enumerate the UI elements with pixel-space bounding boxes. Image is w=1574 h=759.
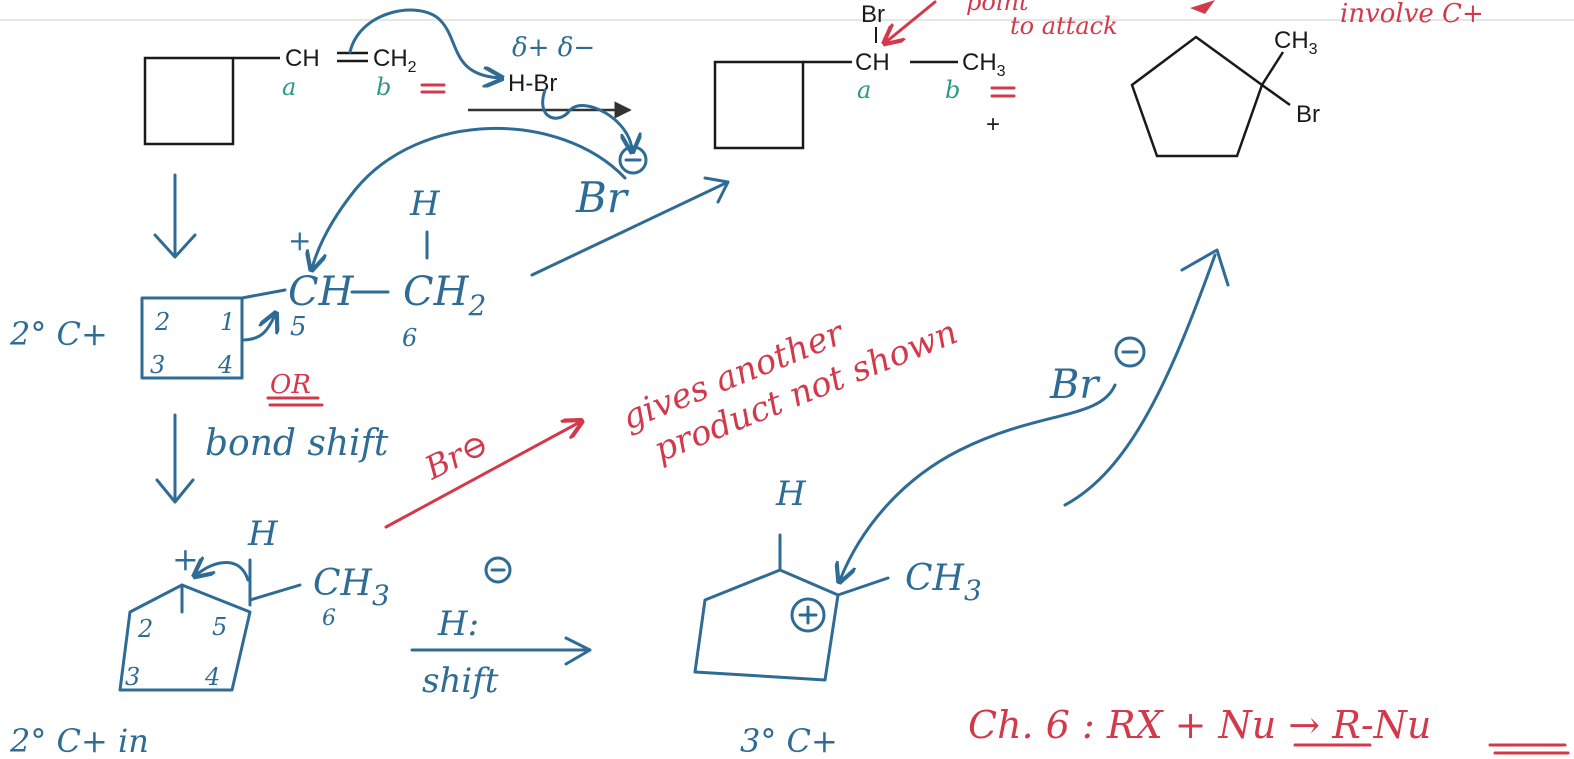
ring-bottom-num-3: 3 xyxy=(125,663,140,691)
h-top: H xyxy=(409,184,441,224)
expanding-ring xyxy=(118,583,252,692)
reactant-structure: CH CH2 a b xyxy=(143,45,446,146)
ch3-bottom-left: CH3 xyxy=(313,563,390,612)
arrow-to-right-product-head xyxy=(1180,248,1230,287)
curved-arrow-pi-to-h xyxy=(348,8,500,78)
cation-ch: CH xyxy=(288,269,355,315)
secondary-cation-label: 2° C+ xyxy=(9,315,108,353)
num-6-mid: 6 xyxy=(402,324,417,352)
annotation-point: point xyxy=(966,0,1029,16)
ring-num-4: 4 xyxy=(217,351,233,379)
right-product-ch3: CH3 xyxy=(1274,27,1318,58)
chapter-note: Ch. 6 : RX + Nu → R-Nu xyxy=(968,703,1431,747)
shift-label: shift xyxy=(422,661,499,701)
ring-bottom-num-2: 2 xyxy=(137,615,153,643)
arrow-to-top-product-head xyxy=(703,176,730,204)
arrow-to-right-product xyxy=(1063,253,1217,507)
tertiary-cation-label: 3° C+ xyxy=(740,722,838,759)
hbr-partial-charges: δ+ δ− xyxy=(512,33,595,63)
curved-arrow-hbr-bond xyxy=(541,88,632,150)
num-5: 5 xyxy=(290,312,307,342)
bond-to-ch3-mid xyxy=(836,576,890,597)
annotation-involve: involve C+ xyxy=(1340,0,1484,29)
ring-num-2: 2 xyxy=(154,308,170,336)
product-ch: CH xyxy=(855,49,890,76)
ring-bottom-num-5: 5 xyxy=(212,613,227,641)
bond-to-ch3 xyxy=(1260,51,1285,86)
arrow-to-top-product xyxy=(530,180,730,277)
secondary-cation-in-label: 2° C+ in xyxy=(9,722,149,759)
reactant-label-a: a xyxy=(282,73,296,101)
annotation-to-attack: to attack xyxy=(1010,12,1118,40)
negative-charge-circle-right xyxy=(1114,336,1146,368)
red-arrow-attack-point xyxy=(886,0,937,42)
num-6-bottom: 6 xyxy=(322,606,336,631)
h-bottom-left: H xyxy=(247,514,279,554)
reactant-ch: CH xyxy=(285,45,320,72)
product-plus: + xyxy=(986,111,1000,138)
ch2-mid: CH2 xyxy=(403,269,486,322)
h-bottom-mid: H xyxy=(775,474,807,514)
bond-shift-label: bond shift xyxy=(205,423,389,464)
product-label-b: b xyxy=(945,76,960,104)
red-arrow-br-attack xyxy=(384,422,580,529)
top-product-structure: Br CH CH3 a b + xyxy=(713,1,1016,150)
plus-charge-ch: + xyxy=(288,224,311,257)
reactant-label-b: b xyxy=(376,73,391,101)
red-bromide: Br⊖ xyxy=(418,424,495,487)
hydride-label: H: xyxy=(437,604,479,644)
bond-c5-ch3 xyxy=(248,583,302,602)
right-product-br: Br xyxy=(1296,101,1320,128)
product-ch3: CH3 xyxy=(962,49,1006,80)
curved-arrow-ring-bond xyxy=(240,315,275,342)
product-br: Br xyxy=(861,1,885,28)
bromide-top: Br xyxy=(575,173,630,222)
red-arrow-fragment xyxy=(1190,0,1215,14)
negative-charge-circle-top xyxy=(618,145,648,175)
curved-arrow-br-to-tertiary xyxy=(840,383,1117,580)
ch3-bottom-mid: CH3 xyxy=(905,558,982,607)
hydride-charge-circle xyxy=(484,556,512,584)
ring-num-1: 1 xyxy=(220,308,235,336)
cyclopentane-product: CH3 Br xyxy=(1130,27,1320,158)
cyclobutane-ring xyxy=(143,56,235,146)
arrow-down-2-head xyxy=(155,478,195,504)
product-cyclobutane-ring xyxy=(713,60,805,150)
curved-arrow-hydride xyxy=(196,563,250,582)
bromide-right: Br xyxy=(1049,362,1101,408)
arrow-down-1-head xyxy=(153,233,197,259)
cyclopentane-ring xyxy=(1130,35,1264,158)
reagent-hbr: H-Br xyxy=(508,70,557,97)
or-label: OR xyxy=(270,370,311,400)
ring-num-3: 3 xyxy=(150,351,165,379)
plus-charge-bottom: + xyxy=(172,540,199,578)
cation-ring-top xyxy=(140,296,244,380)
ring-bottom-num-4: 4 xyxy=(204,663,220,691)
tertiary-cation-ring xyxy=(693,568,840,682)
curved-arrow-br-to-cation xyxy=(312,126,627,268)
bond-ring-to-ch xyxy=(240,288,287,300)
reactant-ch2: CH2 xyxy=(373,45,417,76)
bond-to-br xyxy=(1261,83,1291,107)
product-label-a: a xyxy=(857,76,871,104)
hydride-shift-arrow-head xyxy=(564,636,592,666)
plus-charge-circle xyxy=(790,597,826,633)
